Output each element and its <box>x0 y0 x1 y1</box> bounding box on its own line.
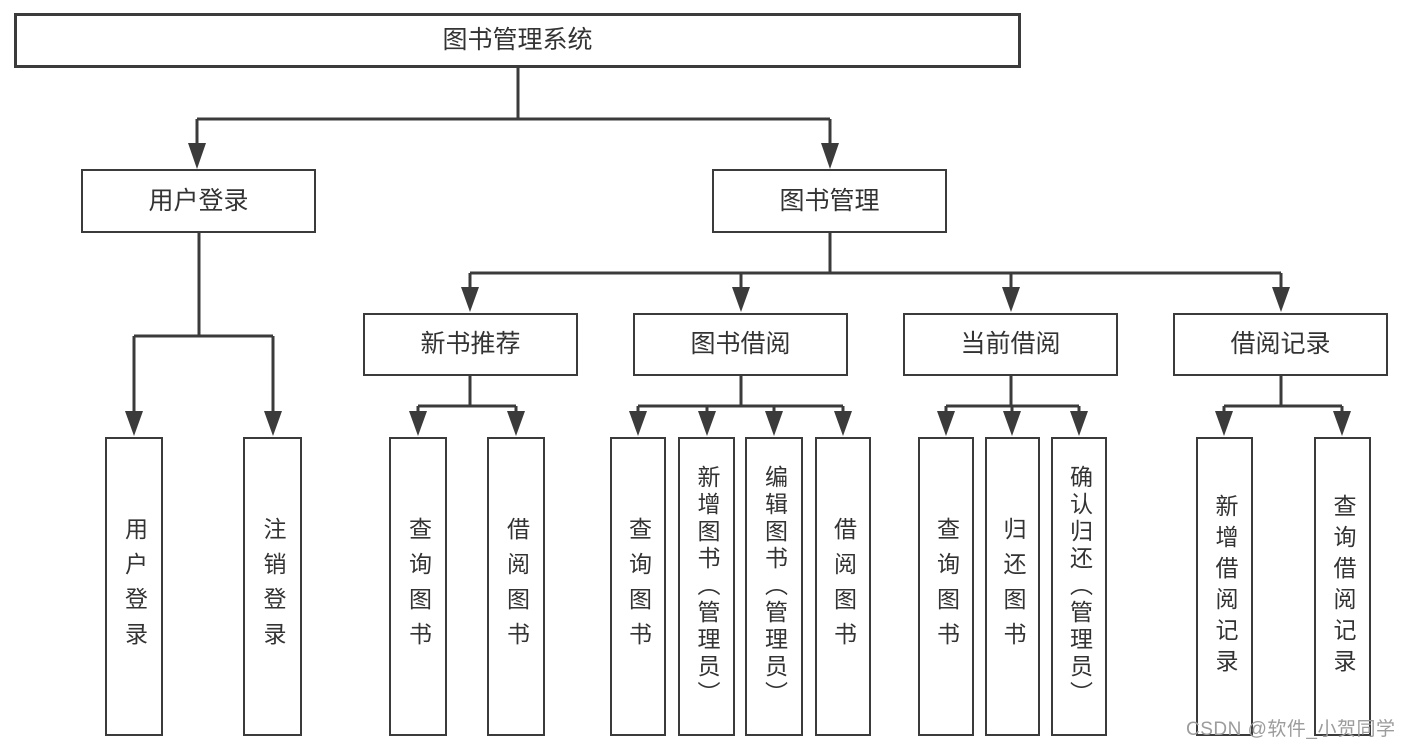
node-label: 新增借阅记录 <box>1212 493 1238 680</box>
connector-bookmgmt-to-level3 <box>461 233 1290 312</box>
arrowhead-down-icon <box>409 411 427 436</box>
arrowhead-down-icon <box>264 411 282 436</box>
node-label: 归还图书 <box>1000 516 1026 657</box>
arrowhead-down-icon <box>629 411 647 436</box>
leaf-query-books-recommend: 查询图书 <box>389 437 447 736</box>
node-book-management: 图书管理 <box>712 169 947 233</box>
connector-newbook-to-leaves <box>409 376 525 436</box>
connector-current-to-leaves <box>937 376 1088 436</box>
node-label: 图书管理 <box>779 186 880 215</box>
arrowhead-down-icon <box>1070 411 1088 436</box>
node-label: 编辑图书（管理员） <box>761 465 788 708</box>
node-label: 查询图书 <box>625 516 652 657</box>
node-label: 确认归还（管理员） <box>1066 465 1093 708</box>
node-system-root: 图书管理系统 <box>14 13 1021 68</box>
leaf-query-books-current: 查询图书 <box>918 437 974 736</box>
connector-borrow-to-leaves <box>629 376 852 436</box>
leaf-add-books-admin: 新增图书（管理员） <box>678 437 735 736</box>
node-label: 当前借阅 <box>960 330 1061 358</box>
node-label: 新增图书（管理员） <box>694 465 720 708</box>
leaf-borrow-books-recommend: 借阅图书 <box>487 437 545 736</box>
leaf-user-login: 用户登录 <box>105 437 163 736</box>
arrowhead-down-icon <box>1333 411 1351 436</box>
node-borrowing-records: 借阅记录 <box>1173 313 1388 376</box>
connector-root-to-level2 <box>188 68 839 169</box>
node-label: 用户登录 <box>148 186 249 215</box>
connector-userlogin-to-leaves <box>125 233 282 436</box>
node-new-book-recommend: 新书推荐 <box>363 313 578 376</box>
node-user-login: 用户登录 <box>81 169 316 233</box>
node-book-borrowing: 图书借阅 <box>633 313 848 376</box>
arrowhead-down-icon <box>937 411 955 436</box>
node-label: 借阅图书 <box>503 516 530 657</box>
node-label: 查询图书 <box>405 516 432 657</box>
leaf-edit-books-admin: 编辑图书（管理员） <box>745 437 803 736</box>
arrowhead-down-icon <box>1272 287 1290 312</box>
arrowhead-down-icon <box>698 411 716 436</box>
node-label: 图书借阅 <box>690 330 791 358</box>
leaf-return-books: 归还图书 <box>985 437 1040 736</box>
node-label: 图书管理系统 <box>442 26 593 54</box>
arrowhead-down-icon <box>834 411 852 436</box>
leaf-confirm-return-admin: 确认归还（管理员） <box>1051 437 1107 736</box>
node-label: 新书推荐 <box>420 330 521 358</box>
arrowhead-down-icon <box>1002 287 1020 312</box>
node-label: 借阅记录 <box>1230 330 1331 358</box>
watermark: CSDN @软件_小贺同学 <box>1186 719 1396 740</box>
arrowhead-down-icon <box>765 411 783 436</box>
node-label: 注销登录 <box>260 516 286 657</box>
node-label: 查询图书 <box>933 516 960 657</box>
arrowhead-down-icon <box>1003 411 1021 436</box>
leaf-query-borrow-record: 查询借阅记录 <box>1314 437 1371 736</box>
leaf-add-borrow-record: 新增借阅记录 <box>1196 437 1253 736</box>
arrowhead-down-icon <box>125 411 143 436</box>
leaf-logout: 注销登录 <box>243 437 302 736</box>
arrowhead-down-icon <box>732 287 750 312</box>
node-label: 借阅图书 <box>830 516 857 657</box>
leaf-borrow-books: 借阅图书 <box>815 437 871 736</box>
arrowhead-down-icon <box>1215 411 1233 436</box>
node-label: 用户登录 <box>121 516 148 657</box>
arrowhead-down-icon <box>461 287 479 312</box>
node-current-borrowing: 当前借阅 <box>903 313 1118 376</box>
node-label: 查询借阅记录 <box>1330 493 1356 680</box>
arrowhead-down-icon <box>188 143 206 169</box>
arrowhead-down-icon <box>507 411 525 436</box>
leaf-query-books-borrow: 查询图书 <box>610 437 666 736</box>
connector-records-to-leaves <box>1215 376 1351 436</box>
arrowhead-down-icon <box>821 143 839 169</box>
